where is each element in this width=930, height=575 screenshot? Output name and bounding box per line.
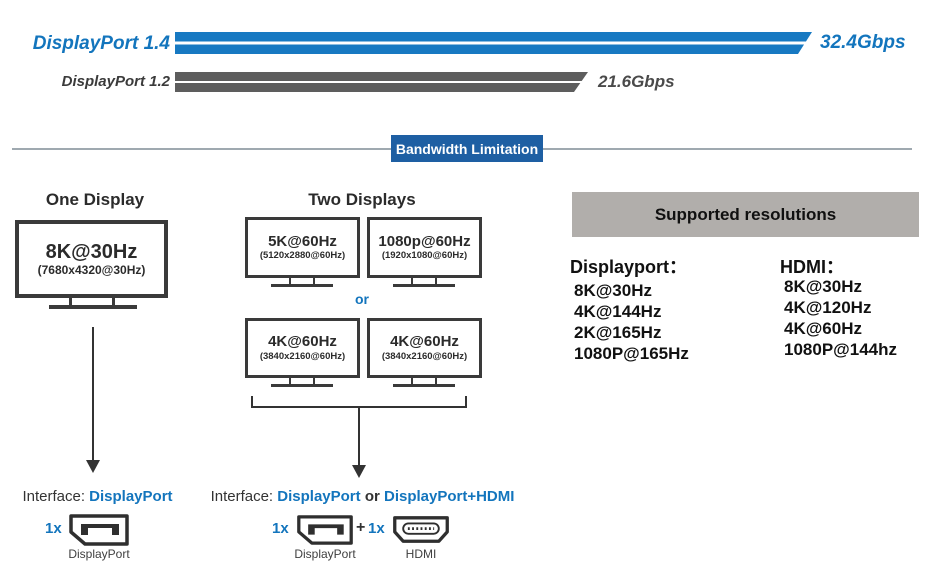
plus-sign: +: [356, 519, 366, 536]
interface-prefix-two: Interface:: [210, 488, 274, 505]
hdmi-res-item: 1080P@144hz: [784, 340, 897, 359]
dp-res-item: 2K@165Hz: [574, 323, 662, 342]
monitor-4k-right: 4K@60Hz (3840x2160@60Hz): [367, 318, 482, 378]
monitor-1080p: 1080p@60Hz (1920x1080@60Hz): [367, 217, 482, 278]
monitor-8k-stand-base: [49, 305, 137, 309]
displayport-connector-icon: [69, 514, 129, 546]
dp14-bar: [175, 32, 812, 54]
dp-connector-label-one: DisplayPort: [68, 547, 130, 561]
monitor-8k: 8K@30Hz (7680x4320@30Hz): [15, 220, 168, 298]
monitor-4k-right-stand-base: [393, 384, 455, 387]
dp12-bar-value: 21.6Gbps: [598, 72, 675, 91]
down-arrow-one-display-head: [86, 460, 100, 473]
monitor-1080p-title: 1080p@60Hz: [378, 232, 471, 250]
dp-res-item: 8K@30Hz: [574, 281, 652, 300]
hdmi-res-item: 4K@120Hz: [784, 298, 872, 317]
monitor-1080p-subtitle: (1920x1080@60Hz): [381, 250, 468, 262]
supported-resolutions-title: Supported resolutions: [654, 204, 837, 224]
dp-count-two: 1x: [272, 520, 289, 537]
monitor-4k-right-title: 4K@60Hz: [390, 333, 459, 351]
hdmi-res-item: 4K@60Hz: [784, 319, 862, 338]
grouping-bracket: [251, 396, 467, 408]
monitor-4k-left-stand-base: [271, 384, 333, 387]
hdmi-resolution-list: 8K@30Hz 4K@120Hz 4K@60Hz 1080P@144hz: [784, 276, 897, 360]
monitor-8k-title: 8K@30Hz: [45, 241, 138, 263]
dp-count-one: 1x: [45, 520, 62, 537]
dp-res-item: 1080P@165Hz: [574, 344, 689, 363]
monitor-1080p-stand-base: [393, 284, 455, 287]
monitor-5k-stand-base: [271, 284, 333, 287]
or-label: or: [355, 291, 369, 307]
down-arrow-two-displays-head: [352, 465, 366, 478]
bandwidth-limitation-label: Bandwidth Limitation: [395, 140, 539, 157]
bandwidth-limitation-badge: Bandwidth Limitation: [391, 135, 543, 162]
monitor-5k: 5K@60Hz (5120x2880@60Hz): [245, 217, 360, 278]
interface-or: or: [364, 488, 380, 505]
interface-value-displayport: DisplayPort: [89, 488, 173, 505]
dp-res-item: 4K@144Hz: [574, 302, 662, 321]
dp14-bar-value: 32.4Gbps: [820, 32, 906, 53]
monitor-4k-right-stand-neck: [411, 378, 437, 384]
monitor-4k-right-subtitle: (3840x2160@60Hz): [381, 350, 468, 362]
interface-line-two: Interface: DisplayPort or DisplayPort+HD…: [210, 488, 515, 505]
monitor-5k-stand-neck: [289, 278, 315, 284]
monitor-4k-left: 4K@60Hz (3840x2160@60Hz): [245, 318, 360, 378]
hdmi-count: 1x: [368, 520, 385, 537]
interface-value-dp: DisplayPort: [277, 488, 361, 505]
interface-line-one: Interface: DisplayPort: [0, 488, 195, 505]
monitor-8k-subtitle: (7680x4320@30Hz): [37, 263, 146, 277]
monitor-5k-subtitle: (5120x2880@60Hz): [259, 250, 346, 262]
interface-value-dp-hdmi: DisplayPort+HDMI: [383, 488, 515, 505]
hdmi-connector-icon: [393, 516, 449, 543]
hdmi-connector-label: HDMI: [405, 547, 437, 561]
interface-prefix: Interface:: [22, 488, 85, 505]
monitor-1080p-stand-neck: [411, 278, 437, 284]
monitor-4k-left-title: 4K@60Hz: [268, 333, 337, 351]
hdmi-res-item: 8K@30Hz: [784, 277, 862, 296]
dp-connector-label-two: DisplayPort: [294, 547, 356, 561]
monitor-4k-left-stand-neck: [289, 378, 315, 384]
down-arrow-two-displays: [358, 408, 360, 466]
dp14-bar-label: DisplayPort 1.4: [32, 33, 170, 54]
dp12-bar: [175, 72, 588, 92]
displayport-column-header: Displayport：: [570, 257, 688, 277]
supported-resolutions-header: Supported resolutions: [572, 192, 919, 237]
down-arrow-one-display: [92, 327, 94, 461]
two-displays-heading: Two Displays: [308, 190, 416, 209]
dp12-bar-label: DisplayPort 1.2: [61, 73, 170, 90]
displayport-resolution-list: 8K@30Hz 4K@144Hz 2K@165Hz 1080P@165Hz: [574, 280, 689, 364]
monitor-8k-stand-neck: [69, 298, 115, 306]
monitor-4k-left-subtitle: (3840x2160@60Hz): [259, 350, 346, 362]
displayport-connector-icon-two: [297, 515, 353, 545]
monitor-5k-title: 5K@60Hz: [268, 232, 337, 250]
hdmi-column-header: HDMI：: [780, 257, 844, 277]
one-display-heading: One Display: [45, 190, 145, 209]
